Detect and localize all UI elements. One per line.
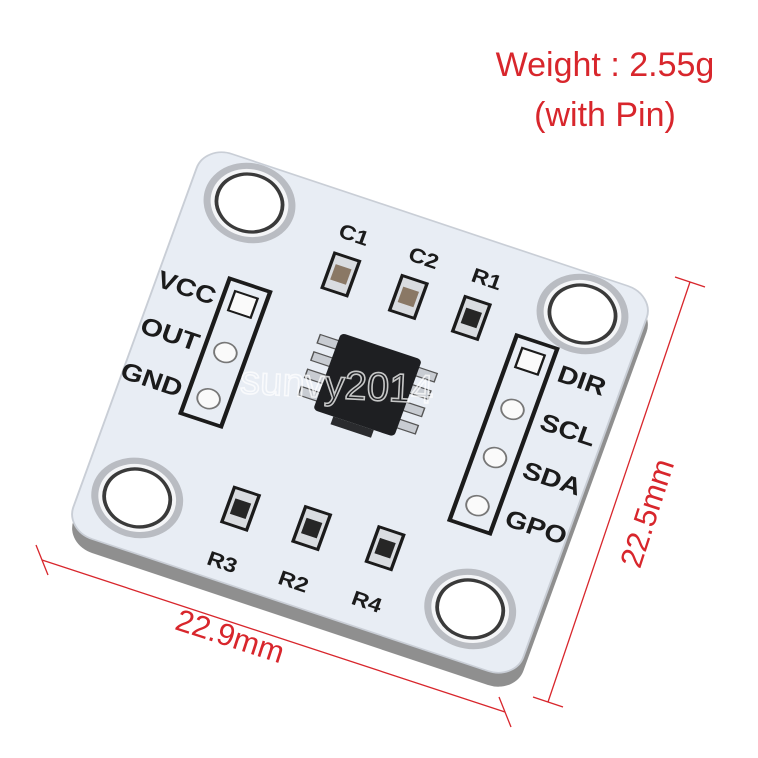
height-dimension-label: 22.5mm <box>613 455 681 572</box>
weight-annotation: Weight : 2.55g (with Pin) <box>440 40 758 140</box>
weight-note: (with Pin) <box>534 96 676 134</box>
sensor-chip <box>297 333 439 438</box>
pcb-board: VCC OUT GND DIR SCL SDA GPO <box>71 151 649 674</box>
resistor-r2 <box>290 504 333 552</box>
height-dimension-line <box>532 276 706 708</box>
mounting-holes <box>91 162 629 650</box>
watermark: sunvy2014 <box>239 358 435 412</box>
left-pin-header <box>177 275 273 430</box>
capacitor-c1 <box>320 251 362 298</box>
weight-label: Weight : 2.55g <box>495 46 715 84</box>
resistor-r4 <box>364 524 406 572</box>
right-pin-header <box>446 332 560 536</box>
resistor-r3 <box>219 485 262 532</box>
resistor-r1 <box>450 294 493 342</box>
width-dimension-line <box>35 544 512 728</box>
capacitor-c2 <box>387 273 430 321</box>
